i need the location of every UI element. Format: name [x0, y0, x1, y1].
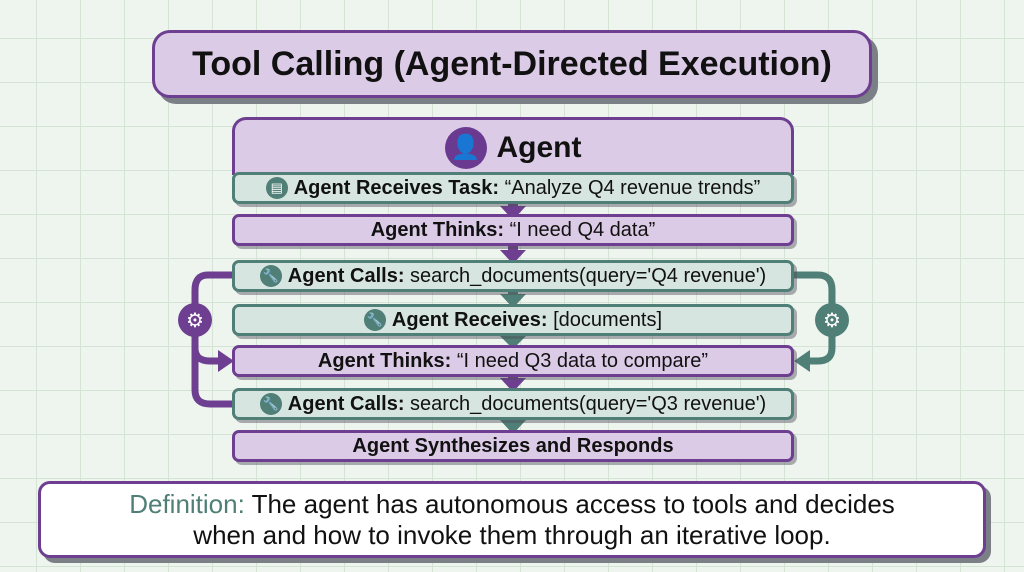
left-arrowhead: [218, 350, 234, 372]
step-label: Agent Calls:: [287, 392, 405, 415]
definition-box: Definition: The agent has autonomous acc…: [38, 481, 986, 558]
step-label: Agent Thinks:: [370, 218, 505, 241]
step-label: Agent Receives:: [391, 308, 548, 331]
left-loop-branch: [191, 347, 220, 365]
page-title: Tool Calling (Agent-Directed Execution): [152, 30, 872, 98]
step-receive-docs: 🔧 Agent Receives: [documents]: [232, 304, 794, 336]
definition-line1: The agent has autonomous access to tools…: [244, 488, 895, 519]
step-synthesize: Agent Synthesizes and Responds: [232, 430, 794, 462]
step-label: Agent Synthesizes and Responds: [352, 434, 674, 457]
user-icon: 👤: [444, 126, 487, 169]
gear-icon: ⚙: [815, 303, 849, 337]
step-call-q4: 🔧 Agent Calls: search_documents(query='Q…: [232, 260, 794, 292]
step-label: Agent Receives Task:: [293, 176, 500, 199]
step-text: [documents]: [547, 308, 663, 331]
step-label: Agent Calls:: [287, 264, 405, 287]
wrench-icon: 🔧: [259, 265, 282, 287]
step-label: Agent Thinks:: [317, 349, 452, 372]
wrench-icon: 🔧: [363, 309, 386, 331]
definition-line2: when and how to invoke them through an i…: [193, 519, 831, 550]
step-text: “I need Q4 data”: [504, 218, 656, 241]
step-text: search_documents(query='Q4 revenue'): [404, 264, 767, 287]
wrench-icon: 🔧: [259, 393, 282, 415]
document-icon: ▤: [265, 177, 288, 199]
definition-label: Definition:: [129, 488, 245, 519]
step-call-q3: 🔧 Agent Calls: search_documents(query='Q…: [232, 388, 794, 420]
agent-heading: Agent: [496, 130, 582, 164]
step-think-q4: Agent Thinks: “I need Q4 data”: [232, 214, 794, 246]
step-text: search_documents(query='Q3 revenue'): [404, 392, 767, 415]
step-text: “Analyze Q4 revenue trends”: [499, 176, 761, 199]
step-think-q3: Agent Thinks: “I need Q3 data to compare…: [232, 345, 794, 377]
left-loop-line: [191, 271, 232, 408]
agent-header: 👤 Agent: [232, 117, 794, 175]
down-arrows: [500, 200, 526, 434]
right-arrowhead: [794, 350, 810, 372]
step-text: “I need Q3 data to compare”: [451, 349, 709, 372]
step-receive-task: ▤ Agent Receives Task: “Analyze Q4 reven…: [232, 172, 794, 204]
gear-icon: ⚙: [178, 303, 212, 337]
